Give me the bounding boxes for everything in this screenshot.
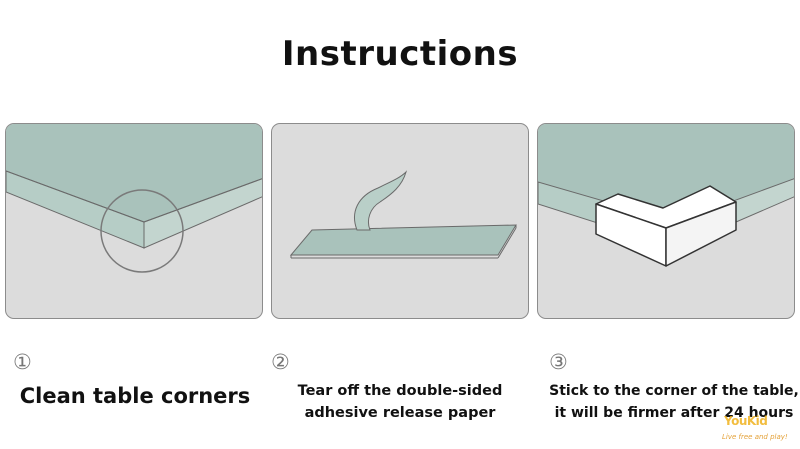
step-2-number: ② (271, 350, 290, 374)
step-1-illustration (5, 123, 263, 319)
corner-guard-right-face (665, 201, 737, 267)
step-2-caption: Tear off the double-sided adhesive relea… (280, 380, 520, 424)
caption-line: it will be firmer after 24 hours (554, 405, 794, 421)
caption-line: Tear off the double-sided (297, 383, 503, 399)
step-3-caption: Stick to the corner of the table, it wil… (548, 380, 800, 424)
highlight-circle (100, 189, 184, 273)
step-1-number: ① (13, 350, 32, 374)
corner-guard-applied-drawing (538, 124, 794, 267)
table-top-surface (6, 124, 262, 222)
caption-line: adhesive release paper (304, 405, 496, 421)
table-corner-clean-drawing (6, 124, 262, 273)
caption-line: Stick to the corner of the table, (549, 383, 799, 399)
adhesive-strip (289, 224, 517, 256)
step-1-caption: Clean table corners (15, 384, 255, 408)
adhesive-strip-drawing (289, 170, 517, 259)
peeling-release-paper (354, 170, 408, 231)
logo-mark: YouKid (724, 414, 768, 428)
caption-line: Clean table corners (19, 384, 251, 408)
step-3-illustration (537, 123, 795, 319)
logo-tagline: Live free and play! (722, 433, 788, 441)
brand-logo: YouKid Live free and play! (718, 412, 798, 446)
page-title: Instructions (281, 34, 519, 74)
step-3-number: ③ (549, 350, 568, 374)
step-2-illustration (271, 123, 529, 319)
